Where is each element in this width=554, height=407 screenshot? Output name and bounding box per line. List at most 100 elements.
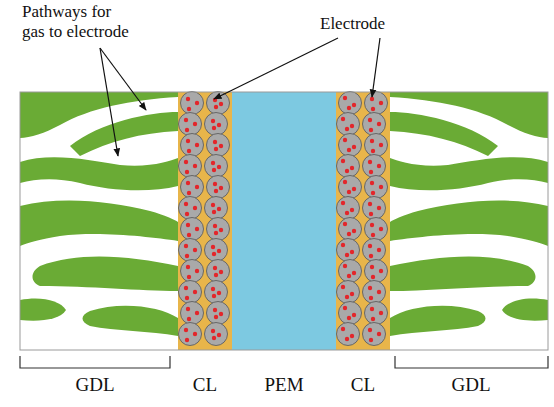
carbon-particle xyxy=(181,176,204,199)
platinum-dot xyxy=(185,296,189,300)
platinum-dot xyxy=(193,248,197,252)
platinum-dot xyxy=(377,332,381,336)
carbon-particle xyxy=(207,134,230,157)
carbon-particle xyxy=(205,113,228,136)
platinum-dot xyxy=(214,273,218,277)
bracket xyxy=(20,356,548,368)
platinum-dot xyxy=(379,143,383,147)
platinum-dot xyxy=(219,270,223,274)
platinum-dot xyxy=(352,271,356,275)
platinum-dot xyxy=(347,190,351,194)
platinum-dot xyxy=(186,307,190,311)
platinum-dot xyxy=(371,275,375,279)
platinum-dot xyxy=(193,290,197,294)
platinum-dot xyxy=(213,224,217,228)
platinum-dot xyxy=(369,296,373,300)
platinum-dot xyxy=(347,316,351,320)
platinum-dot xyxy=(371,191,375,195)
platinum-dot xyxy=(369,128,373,132)
platinum-dot xyxy=(343,96,347,100)
layer-label: PEM xyxy=(264,374,303,396)
platinum-dot xyxy=(345,169,349,173)
platinum-dot xyxy=(343,264,347,268)
layer-label: CL xyxy=(193,374,217,396)
platinum-dot xyxy=(379,311,383,315)
platinum-dot xyxy=(195,311,199,315)
platinum-dot xyxy=(217,291,221,295)
platinum-dot xyxy=(193,122,197,126)
catalyst-particles xyxy=(179,92,388,346)
platinum-dot xyxy=(370,223,374,227)
platinum-dot xyxy=(185,212,189,216)
carbon-particle xyxy=(179,281,202,304)
platinum-dot xyxy=(368,160,372,164)
platinum-dot xyxy=(187,317,191,321)
carbon-particle xyxy=(363,197,386,220)
layer-label: CL xyxy=(351,374,375,396)
platinum-dot xyxy=(377,122,381,126)
membrane xyxy=(232,92,336,350)
platinum-dot xyxy=(341,201,345,205)
carbon-particle xyxy=(207,302,230,325)
platinum-dot xyxy=(193,332,197,336)
platinum-dot xyxy=(186,223,190,227)
carbon-particle xyxy=(365,260,388,283)
platinum-dot xyxy=(352,145,356,149)
platinum-dot xyxy=(219,144,223,148)
platinum-dot xyxy=(211,203,215,207)
carbon-particle xyxy=(363,113,386,136)
platinum-dot xyxy=(187,191,191,195)
platinum-dot xyxy=(379,227,383,231)
platinum-dot xyxy=(343,180,347,184)
platinum-dot xyxy=(345,253,349,257)
platinum-dot xyxy=(186,139,190,143)
platinum-dot xyxy=(195,269,199,273)
platinum-dot xyxy=(214,315,218,319)
carbon-particle xyxy=(337,281,360,304)
carbon-particle xyxy=(179,239,202,262)
platinum-dot xyxy=(219,228,223,232)
platinum-dot xyxy=(343,306,347,310)
platinum-dot xyxy=(213,308,217,312)
platinum-dot xyxy=(371,317,375,321)
layer-label: GDL xyxy=(75,374,114,396)
platinum-dot xyxy=(185,128,189,132)
platinum-dot xyxy=(377,206,381,210)
carbon-particle xyxy=(337,197,360,220)
callout-label: Pathways for gas to electrode xyxy=(22,2,134,41)
platinum-dot xyxy=(377,164,381,168)
platinum-dot xyxy=(184,328,188,332)
leader-line xyxy=(100,38,380,156)
platinum-dot xyxy=(369,338,373,342)
platinum-dot xyxy=(345,127,349,131)
platinum-dot xyxy=(212,336,216,340)
cell-outline xyxy=(20,92,548,350)
platinum-dot xyxy=(212,294,216,298)
carbon-particle xyxy=(179,197,202,220)
carbon-particle xyxy=(339,92,362,115)
callout-label: Electrode xyxy=(320,14,385,34)
platinum-dot xyxy=(187,107,191,111)
platinum-dot xyxy=(217,249,221,253)
carbon-particle xyxy=(181,92,204,115)
platinum-dot xyxy=(371,233,375,237)
platinum-dot xyxy=(184,286,188,290)
platinum-dot xyxy=(350,292,354,296)
platinum-dot xyxy=(368,244,372,248)
platinum-dot xyxy=(213,182,217,186)
platinum-dot xyxy=(211,329,215,333)
platinum-dot xyxy=(211,119,215,123)
carbon-particle xyxy=(179,113,202,136)
platinum-dot xyxy=(214,189,218,193)
platinum-dot xyxy=(195,101,199,105)
platinum-dot xyxy=(193,206,197,210)
carbon-particle xyxy=(207,260,230,283)
platinum-dot xyxy=(185,170,189,174)
platinum-dot xyxy=(195,185,199,189)
platinum-dot xyxy=(217,207,221,211)
platinum-dot xyxy=(369,254,373,258)
platinum-dot xyxy=(214,231,218,235)
platinum-dot xyxy=(352,187,356,191)
catalyst-layer xyxy=(336,92,390,350)
